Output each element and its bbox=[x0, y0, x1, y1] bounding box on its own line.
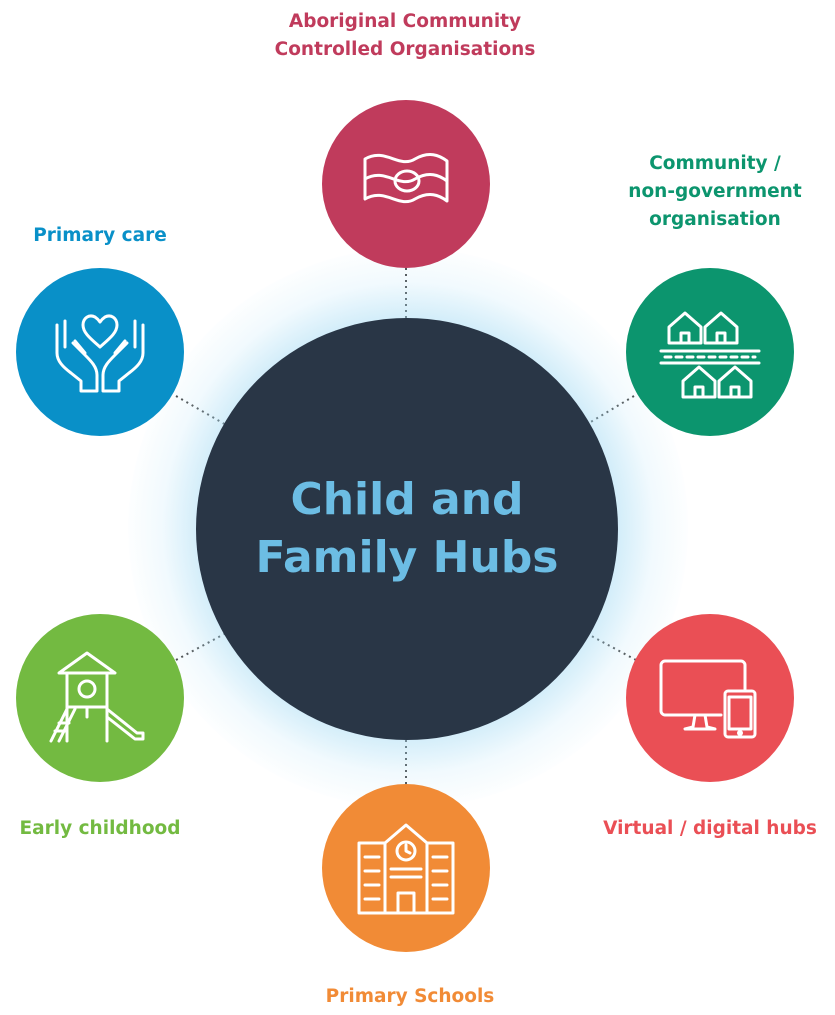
label-early-childhood: Early childhood bbox=[0, 815, 200, 843]
label-community: Community / non-government organisation bbox=[600, 150, 830, 234]
node-schools bbox=[322, 784, 490, 952]
label-virtual-line-1: Virtual / digital hubs bbox=[603, 818, 817, 839]
label-schools-line-1: Primary Schools bbox=[325, 986, 495, 1007]
label-aboriginal-line-2: Controlled Organisations bbox=[274, 39, 536, 60]
hub-title: Child and Family Hubs bbox=[247, 471, 567, 587]
node-primary-care bbox=[16, 268, 184, 436]
label-community-line-3: organisation bbox=[649, 209, 781, 230]
label-community-line-1: Community / bbox=[649, 153, 781, 174]
label-primary-care: Primary care bbox=[10, 222, 190, 250]
devices-icon bbox=[659, 659, 757, 739]
houses-icon bbox=[659, 311, 761, 399]
label-aboriginal: Aboriginal Community Controlled Organisa… bbox=[230, 8, 580, 64]
label-schools: Primary Schools bbox=[280, 983, 540, 1011]
node-aboriginal bbox=[322, 100, 490, 268]
playground-slide-icon bbox=[49, 651, 145, 743]
label-community-line-2: non-government bbox=[628, 181, 802, 202]
school-building-icon bbox=[357, 823, 455, 915]
label-early-childhood-line-1: Early childhood bbox=[19, 818, 181, 839]
label-aboriginal-line-1: Aboriginal Community bbox=[288, 11, 522, 32]
node-early-childhood bbox=[16, 614, 184, 782]
hub-title-line-2: Family Hubs bbox=[255, 532, 559, 583]
node-virtual bbox=[626, 614, 794, 782]
hub-title-line-1: Child and bbox=[290, 474, 524, 525]
hands-heart-icon bbox=[55, 314, 145, 393]
label-virtual: Virtual / digital hubs bbox=[590, 815, 830, 843]
flag-icon bbox=[363, 153, 449, 204]
node-community bbox=[626, 268, 794, 436]
center-hub: Child and Family Hubs bbox=[196, 318, 618, 740]
label-primary-care-line-1: Primary care bbox=[33, 225, 167, 246]
